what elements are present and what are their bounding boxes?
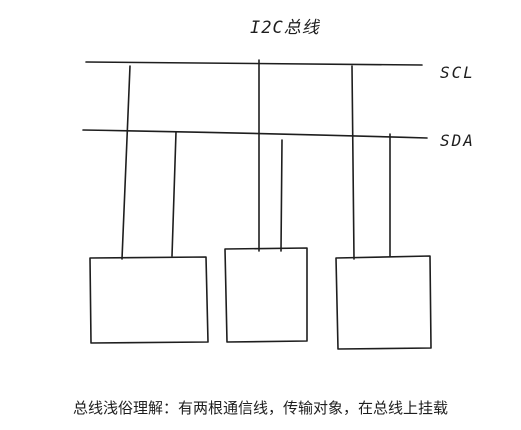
device-1-box: [89, 256, 209, 344]
caption-text: 总线浅俗理解：有两根通信线，传输对象，在总线上挂载: [72, 399, 448, 417]
device-1-scl-wire: [121, 65, 131, 260]
device-1-sda-wire: [171, 131, 177, 257]
sda-bus-line: [82, 129, 428, 139]
device-3-scl-wire: [351, 65, 355, 260]
device-3-box: [335, 255, 432, 350]
sda-label: SDA: [440, 131, 475, 150]
device-2-box: [224, 247, 308, 343]
diagram-title: I2C总线: [250, 18, 321, 38]
scl-label: SCL: [440, 63, 475, 82]
device-2-sda-wire: [280, 139, 283, 252]
scl-bus-line: [85, 61, 423, 66]
